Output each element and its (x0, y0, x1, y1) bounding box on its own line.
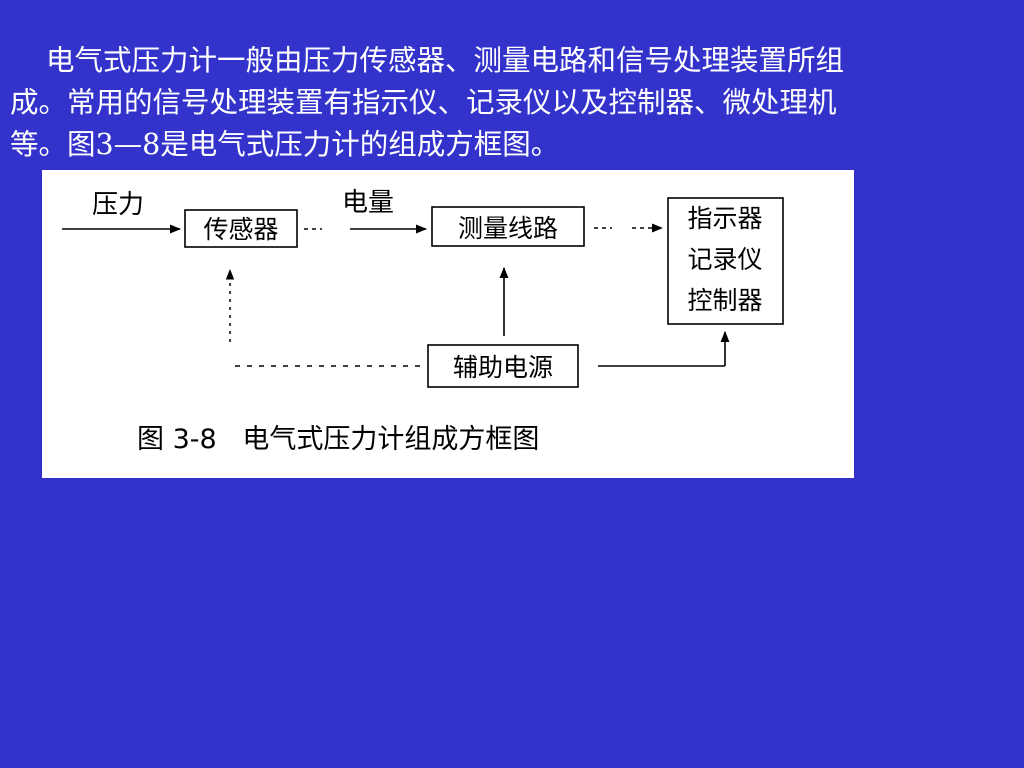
output-controller-label: 控制器 (687, 286, 762, 315)
output-devices-box (667, 197, 784, 325)
paragraph-line-1: 电气式压力计一般由压力传感器、测量电路和信号处理装置所组 (46, 44, 845, 77)
aux-power-label: 辅助电源 (453, 353, 553, 382)
output-recorder-label: 记录仪 (687, 245, 762, 274)
output-indicator-label: 指示器 (687, 204, 762, 233)
aux-power-box (427, 344, 579, 388)
label-electric-quantity: 电量 (342, 188, 394, 218)
measuring-circuit-box (431, 206, 585, 247)
figure-caption: 图 3-8 电气式压力计组成方框图 (137, 424, 539, 455)
sensor-label: 传感器 (203, 215, 278, 244)
sensor-box (184, 209, 298, 248)
paragraph-line-3: 等。图3—8是电气式压力计的组成方框图。 (10, 128, 560, 161)
paragraph-line-2: 成。常用的信号处理装置有指示仪、记录仪以及控制器、微处理机 (10, 86, 837, 119)
intro-paragraph: 电气式压力计一般由压力传感器、测量电路和信号处理装置所组 成。常用的信号处理装置… (10, 40, 1016, 166)
measuring-circuit-label: 测量线路 (458, 214, 558, 243)
block-diagram-figure: 压力 传感器 电量 测量线路 指示器 记录仪 控制器 辅助电源 (42, 170, 854, 478)
block-diagram-svg: 压力 传感器 电量 测量线路 指示器 记录仪 控制器 辅助电源 (62, 188, 784, 455)
label-pressure: 压力 (92, 190, 144, 220)
